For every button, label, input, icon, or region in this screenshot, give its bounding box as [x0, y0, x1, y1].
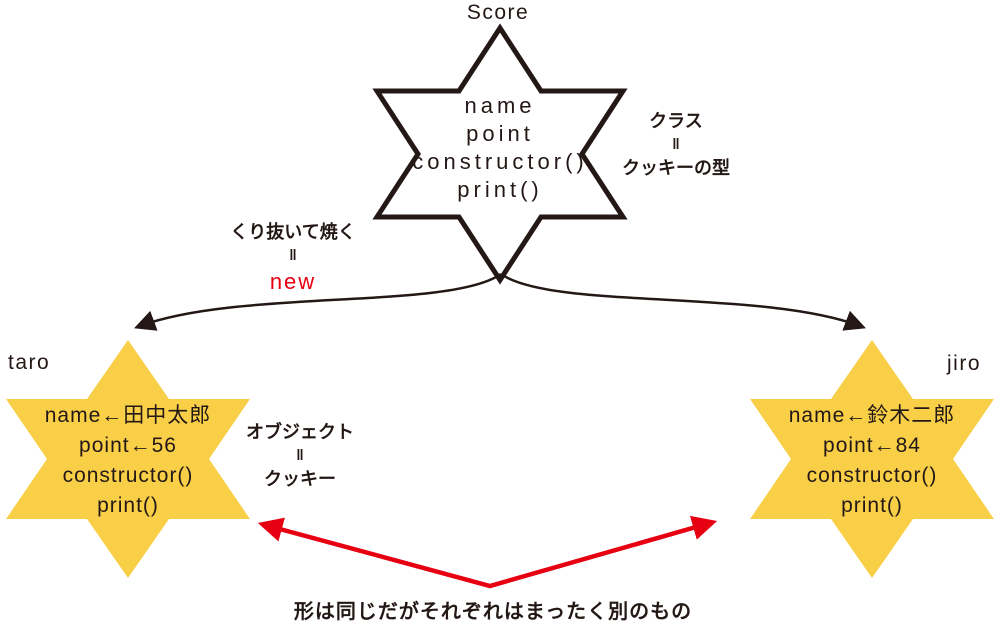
- taro-star-shape: [6, 340, 250, 578]
- jiro-member-name: name←鈴木二郎: [788, 404, 956, 427]
- equals-mark: ‖: [296, 447, 304, 464]
- taro-member-point: point←56: [79, 434, 177, 457]
- jiro-star-members: name←鈴木二郎 point←84 constructor() print(): [747, 401, 997, 521]
- jiro-member-point: point←84: [823, 434, 921, 457]
- class-annotation-metaphor: クッキーの型: [622, 158, 730, 178]
- object-annotation: オブジェクト ‖ クッキー: [230, 421, 370, 491]
- jiro-star-shape: [750, 340, 994, 578]
- class-member-point: point: [466, 121, 534, 146]
- taro-star-title: taro: [8, 351, 51, 374]
- class-star-title: Score: [466, 1, 530, 24]
- new-arrow-left: [134, 272, 502, 331]
- class-annotation: クラス ‖ クッキーの型: [596, 110, 756, 180]
- comparison-arrow: [257, 515, 718, 589]
- object-annotation-metaphor: クッキー: [264, 469, 336, 489]
- equals-mark: ‖: [289, 247, 297, 264]
- class-annotation-term: クラス: [649, 111, 703, 131]
- new-annotation-metaphor: くり抜いて焼く: [230, 222, 356, 242]
- object-annotation-term: オブジェクト: [246, 422, 354, 442]
- new-arrow-right: [500, 272, 866, 331]
- class-member-print: print(): [457, 177, 543, 202]
- taro-member-print: print(): [97, 494, 159, 517]
- taro-member-constructor: constructor(): [62, 464, 194, 487]
- new-annotation: くり抜いて焼く ‖ new: [213, 221, 373, 295]
- equals-mark: ‖: [672, 136, 680, 153]
- class-star-shape: [372, 23, 628, 285]
- taro-member-name: name←田中太郎: [44, 404, 212, 427]
- jiro-member-print: print(): [841, 494, 903, 517]
- taro-star-members: name←田中太郎 point←56 constructor() print(): [3, 401, 253, 521]
- new-keyword: new: [269, 269, 317, 294]
- class-member-constructor: constructor(): [412, 149, 588, 174]
- class-star-members: name point constructor() print(): [350, 92, 650, 204]
- bottom-caption: 形は同じだがそれぞれはまったく別のもの: [293, 601, 693, 623]
- jiro-member-constructor: constructor(): [806, 464, 938, 487]
- class-member-name: name: [464, 93, 536, 118]
- jiro-star-title: jiro: [947, 352, 982, 375]
